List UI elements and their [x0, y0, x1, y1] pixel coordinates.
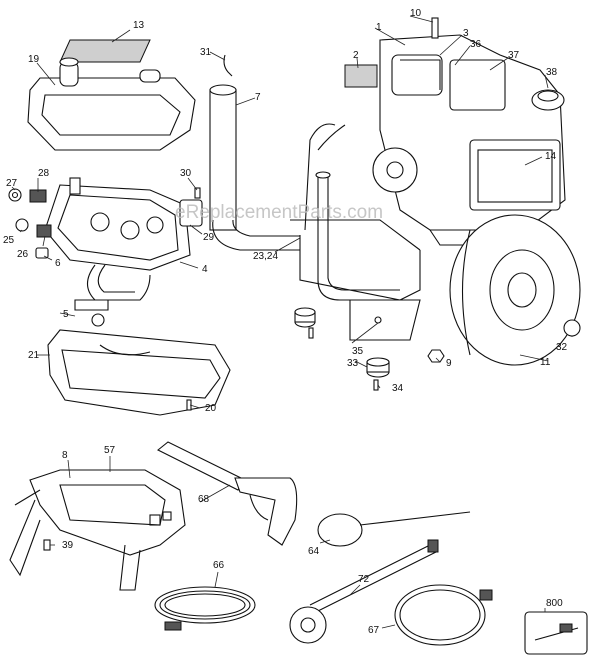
label-23-24: 23,24: [253, 251, 278, 262]
label-35: 35: [352, 346, 364, 357]
part-30-bolt: [194, 187, 201, 199]
label-39: 39: [62, 540, 74, 551]
part-foot-upper: [294, 307, 316, 339]
part-27-washer: [8, 188, 22, 202]
label-25: 25: [3, 235, 15, 246]
part-64-wand: [317, 511, 471, 547]
label-72: 72: [358, 574, 370, 585]
label-30: 30: [180, 168, 192, 179]
part-67-hose: [394, 584, 493, 646]
part-9-nut: [427, 349, 445, 363]
label-28: 28: [38, 168, 50, 179]
label-19: 19: [28, 54, 40, 65]
label-31: 31: [200, 47, 212, 58]
label-27: 27: [6, 178, 18, 189]
part-2-decal: [344, 64, 378, 88]
label-6: 6: [55, 258, 61, 269]
label-21: 21: [28, 350, 40, 361]
part-21-base-tray: [47, 329, 231, 416]
part-5-bracket: [74, 299, 109, 327]
label-5: 5: [63, 309, 69, 320]
part-31-clip: [223, 54, 233, 77]
label-66: 66: [213, 560, 225, 571]
label-34: 34: [392, 383, 404, 394]
leader-lines: [11, 15, 573, 629]
label-38: 38: [546, 67, 558, 78]
watermark: eReplacementParts.com: [175, 202, 383, 223]
part-13-label-sticker: [59, 39, 151, 63]
label-68: 68: [198, 494, 210, 505]
part-26-fitting: [36, 224, 52, 238]
label-13: 13: [133, 20, 145, 31]
label-26: 26: [17, 249, 29, 260]
label-20: 20: [205, 403, 217, 414]
label-10: 10: [410, 8, 422, 19]
label-3: 3: [463, 28, 469, 39]
label-11: 11: [540, 357, 551, 368]
part-10-bolt: [431, 17, 439, 39]
pump-assembly: [44, 177, 203, 301]
label-8: 8: [62, 450, 68, 461]
label-14: 14: [545, 151, 557, 162]
part-33-foot: [366, 357, 390, 378]
label-37: 37: [508, 50, 520, 61]
label-29: 29: [203, 232, 215, 243]
part-25-oring: [15, 218, 29, 232]
part-35-bracket: [349, 299, 421, 341]
label-800: 800: [546, 598, 563, 609]
part-66-hose: [154, 586, 256, 631]
part-800-kit: [524, 611, 588, 655]
label-1: 1: [376, 22, 382, 33]
part-72-surface-cleaner: [289, 539, 439, 644]
label-67: 67: [368, 625, 380, 636]
part-19-pump-cover: [27, 57, 196, 151]
part-34-screw: [373, 379, 379, 391]
label-7: 7: [255, 92, 261, 103]
part-39-screw: [43, 539, 51, 551]
part-32-cap: [563, 319, 581, 337]
part-labels: 13 19 31 7 10 1 3 36 37 38 2 14 28 27 30…: [3, 8, 568, 636]
part-68-spray-gun: [156, 441, 298, 546]
part-11-wheel: [449, 214, 581, 366]
part-7-handle-tube: [209, 84, 300, 251]
part-8-handle-frame: [9, 469, 186, 591]
label-36: 36: [470, 39, 482, 50]
label-33: 33: [347, 358, 359, 369]
engine-assembly: [372, 34, 566, 246]
label-4: 4: [202, 264, 208, 275]
part-6-cap: [35, 247, 49, 259]
label-57: 57: [104, 445, 116, 456]
label-2: 2: [353, 50, 359, 61]
label-9: 9: [446, 358, 452, 369]
label-32: 32: [556, 342, 568, 353]
label-64: 64: [308, 546, 320, 557]
